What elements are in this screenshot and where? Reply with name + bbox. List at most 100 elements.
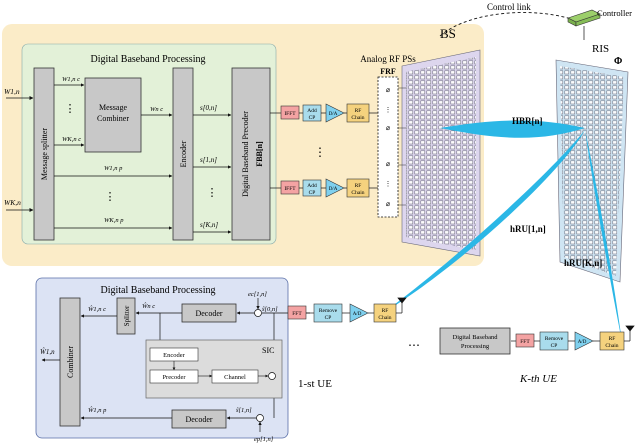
input-w1: W1,n: [4, 87, 20, 96]
da-label-2: D/A: [329, 187, 338, 192]
ifft-block-1: [280, 105, 300, 120]
rf-chain-label-1b: Chain: [351, 115, 364, 121]
ue1-w-hat-c-label: Ŵn c: [142, 302, 155, 310]
ue1-remove-cp-label-b: CP: [325, 315, 332, 321]
fbb-label: FBB[n]: [255, 141, 264, 167]
ue1-rf-chain-label-b: Chain: [378, 315, 391, 321]
wc1-label: W1,n c: [62, 76, 80, 83]
bs-antenna-elements: [406, 57, 476, 250]
wck-label: WK,n c: [62, 136, 81, 143]
ue1-ep-label: ep[1,n]: [254, 436, 274, 443]
phase-shifter-glyphs: ⌀ ⋮ ⌀ ⌀ ⋮ ⌀: [385, 86, 392, 208]
beams: [380, 120, 622, 342]
svg-text:⌀: ⌀: [386, 160, 390, 168]
ue1-output-label: Ŵ1,n: [40, 348, 55, 356]
da-triangle-2: [325, 178, 345, 198]
ue1-channel-label: Channel: [224, 374, 246, 381]
ue1-label: 1-st UE: [298, 378, 332, 390]
ue1-w-hat-p-label: Ŵ1,n p: [88, 406, 107, 414]
uek-fft-label: FFT: [520, 339, 530, 345]
s0-label: s[0,n]: [200, 104, 217, 112]
svg-text:⋮: ⋮: [385, 180, 392, 188]
ue1-fft-block: [287, 305, 307, 320]
ue1-precoder-label: Precoder: [162, 374, 186, 381]
ue1-w-hat-c1-label: Ŵ1,n c: [88, 305, 106, 313]
ue1-adder-c: [254, 309, 262, 317]
message-combiner-line1: Message: [99, 103, 127, 112]
bs-array-feed-lines: [398, 87, 406, 206]
uek-dbp-label-a: Digital Baseband: [453, 334, 499, 341]
wc-label: Wn c: [150, 106, 163, 113]
vdots-3: ⋮: [207, 187, 218, 199]
da-label-1: D/A: [329, 112, 338, 117]
frf-label: FRF: [380, 67, 396, 76]
uek-rf-chain-label-a: RF: [609, 336, 616, 342]
vdots-chains: ⋮: [314, 145, 326, 159]
rf-chain-label-2b: Chain: [351, 190, 364, 196]
beam-ris-uek: [585, 130, 622, 342]
ifft-block-2: [280, 180, 300, 195]
ue1-fft-label: FFT: [292, 311, 302, 317]
da-triangle-1: [325, 103, 345, 123]
ifft-label-2: IFFT: [284, 186, 296, 192]
bs-encoder-label: Encoder: [179, 140, 188, 167]
message-combiner-line2: Combiner: [97, 114, 129, 123]
ue1-s0-label: ŝ[0,n]: [262, 306, 278, 313]
ue1-splitter-label: Splitter: [123, 305, 131, 326]
bs-label: BS: [440, 26, 456, 41]
ue1-sic-adder: [268, 372, 276, 380]
uek-ad-label: A/D: [578, 340, 587, 345]
ue1-ec-label: ec[1,n]: [248, 291, 267, 298]
ue1-decoder-label-2: Decoder: [185, 415, 212, 424]
ue1-remove-cp-label-a: Remove: [319, 308, 338, 314]
ue1-antenna-icon: [396, 297, 407, 314]
ue1-channel-block: [211, 369, 259, 384]
message-splitter-block: [33, 67, 55, 241]
vdots-1: ⋮: [65, 103, 76, 115]
h-ruk-label: hRU[K,n]: [564, 258, 602, 268]
ue1-ad-triangle: [349, 303, 369, 323]
addcp-label-1a: Add: [307, 108, 317, 114]
input-wk: WK,n: [4, 198, 21, 207]
message-splitter-label: Message splitter: [40, 128, 49, 181]
addcp-label-2a: Add: [307, 183, 317, 189]
ue1-decoder-block-2: [171, 409, 227, 429]
uek-antenna-icon: [624, 325, 635, 342]
svg-text:⌀: ⌀: [386, 86, 390, 94]
ue1-adder-p: [256, 414, 264, 422]
ue1-panel-title: Digital Baseband Processing: [101, 285, 216, 296]
addcp-label-2b: CP: [309, 190, 316, 196]
sk-label: s[K,n]: [200, 221, 218, 229]
h-ru1-label: hRU[1,n]: [510, 224, 546, 234]
uek-fft-block: [515, 333, 535, 348]
ue1-s1-label: ŝ[1,n]: [236, 407, 252, 414]
uek-remove-cp-label-b: CP: [551, 343, 558, 349]
addcp-label-1b: CP: [309, 115, 316, 121]
svg-text:⌀: ⌀: [386, 124, 390, 132]
h-br-label: HBR[n]: [512, 116, 543, 126]
bs-dbp-title: Digital Baseband Processing: [91, 54, 206, 65]
uek-dbp-block: [439, 327, 511, 355]
uek-rf-chain-label-b: Chain: [605, 343, 618, 349]
ue1-encoder-label: Encoder: [163, 352, 185, 359]
controller-label: Controller: [597, 8, 632, 18]
svg-text:⋮: ⋮: [385, 106, 392, 114]
ue1-decoder-label-1: Decoder: [195, 309, 222, 318]
ue1-combiner-block: [59, 297, 81, 427]
wp1-label: W1,n p: [104, 165, 123, 172]
ue1-combiner-label: Combiner: [66, 346, 75, 378]
analog-rf-label: Analog RF PSs: [360, 54, 416, 64]
ue-ellipsis: ⋯: [408, 338, 420, 352]
uek-ad-triangle: [574, 331, 594, 351]
svg-text:⌀: ⌀: [386, 200, 390, 208]
digital-precoder-block: [231, 67, 271, 241]
s1-label: s[1,n]: [200, 156, 217, 164]
digital-precoder-label: Digital Baseband Precoder: [241, 111, 250, 197]
phase-shifter-box: [377, 76, 399, 218]
uek-remove-cp-label-a: Remove: [545, 336, 564, 342]
ifft-label-1: IFFT: [284, 111, 296, 117]
rf-chain-label-1a: RF: [355, 108, 362, 114]
ue1-ad-label: A/D: [353, 312, 362, 317]
bs-encoder-block: [172, 67, 194, 241]
